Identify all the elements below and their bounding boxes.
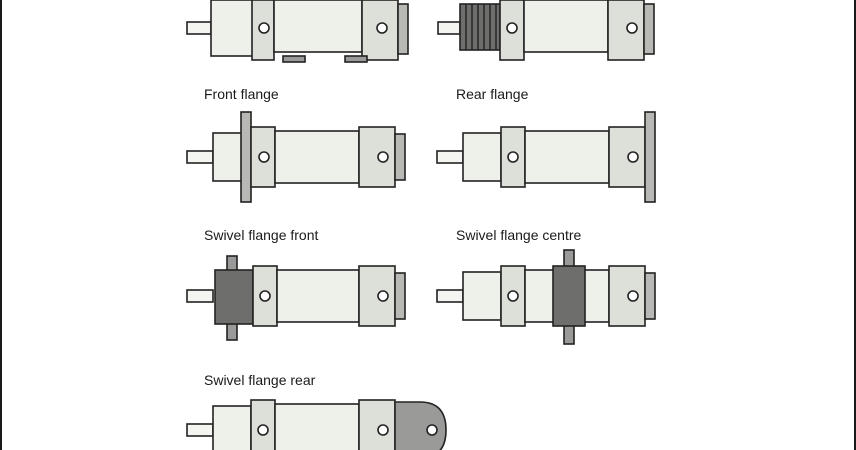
cylinder-swivel-flange-centre xyxy=(436,249,656,345)
label-rear-flange: Rear flange xyxy=(456,86,529,102)
cylinder-swivel-flange-rear xyxy=(186,399,447,450)
cylinder-swivel-flange-front xyxy=(186,255,406,341)
label-swivel-flange-rear: Swivel flange rear xyxy=(204,372,316,388)
cylinder-rear-flange xyxy=(436,111,656,203)
cylinder-front-flange xyxy=(186,111,406,203)
cylinder-rear-threaded xyxy=(437,0,655,61)
cylinder-foot-mount xyxy=(186,0,409,63)
label-front-flange: Front flange xyxy=(204,86,279,102)
label-swivel-flange-centre: Swivel flange centre xyxy=(456,227,582,243)
label-swivel-flange-front: Swivel flange front xyxy=(204,227,319,243)
